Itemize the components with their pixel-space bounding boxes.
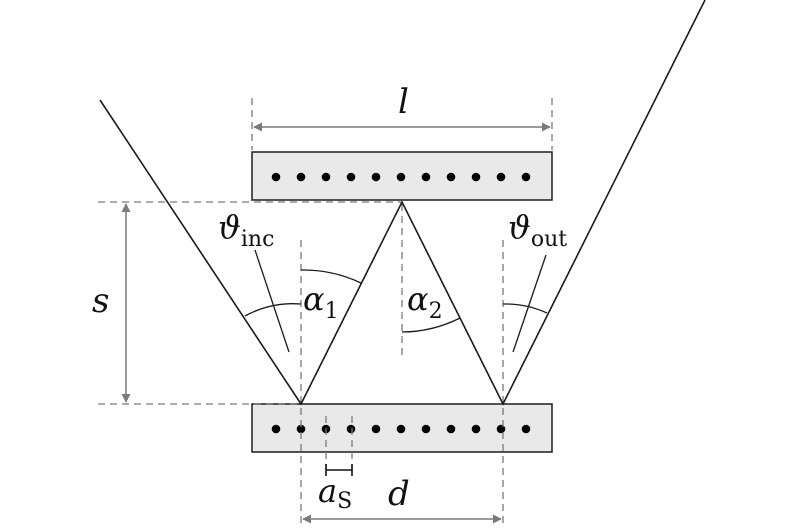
beam-path: [99, 0, 706, 406]
alpha1-symbol: α: [303, 280, 325, 318]
dimension-arrows: [121, 122, 551, 524]
top-atom-11: [521, 172, 531, 182]
alpha1-subscript: 1: [325, 299, 339, 324]
bottom-atom-5: [371, 424, 381, 434]
theta-out-symbol: ϑ: [508, 208, 531, 246]
bottom-atom-1: [271, 424, 281, 434]
alpha2-symbol: α: [407, 280, 429, 318]
theta-inc-pointer: [254, 249, 290, 353]
spacing-label: s: [92, 281, 109, 321]
top-atom-9: [471, 172, 481, 182]
top-atom-row: [271, 172, 531, 182]
bottom-atom-11: [521, 424, 531, 434]
bottom-atom-2: [296, 424, 306, 434]
alpha2-subscript: 2: [429, 299, 443, 324]
atom-spacing-marker: [325, 464, 353, 476]
bottom-atom-7: [421, 424, 431, 434]
bottom-atom-4: [346, 424, 356, 434]
alpha1-label: α1: [303, 280, 339, 324]
theta-inc-symbol: ϑ: [218, 208, 241, 246]
top-atom-8: [446, 172, 456, 182]
theta-out-label: ϑout: [508, 208, 567, 252]
theta-inc-label: ϑinc: [218, 208, 274, 252]
theta-out-pointer: [512, 254, 547, 353]
theta-inc-arc: [244, 303, 302, 317]
angle-marks: [244, 249, 548, 353]
top-atom-2: [296, 172, 306, 182]
top-atom-6: [396, 172, 406, 182]
guide-lines: [98, 98, 553, 528]
atom-spacing-label: aS: [318, 472, 352, 514]
beam-zigzag: [99, 0, 706, 406]
theta-inc-subscript: inc: [241, 227, 275, 252]
top-atom-3: [321, 172, 331, 182]
top-atom-10: [496, 172, 506, 182]
bottom-atom-6: [396, 424, 406, 434]
top-atom-1: [271, 172, 281, 182]
theta-out-subscript: out: [531, 227, 567, 252]
bottom-atom-9: [471, 424, 481, 434]
atom-spacing-symbol: a: [318, 472, 337, 510]
top-atom-4: [346, 172, 356, 182]
alpha1-arc: [300, 269, 362, 284]
length-label: l: [398, 82, 409, 122]
atom-spacing-subscript: S: [337, 489, 352, 514]
alpha2-arc: [401, 317, 461, 333]
bottom-atom-8: [446, 424, 456, 434]
top-atom-7: [421, 172, 431, 182]
top-atom-5: [371, 172, 381, 182]
alpha2-label: α2: [407, 280, 443, 324]
theta-out-arc: [502, 303, 548, 314]
bottom-atom-10: [496, 424, 506, 434]
distance-label: d: [388, 474, 410, 514]
